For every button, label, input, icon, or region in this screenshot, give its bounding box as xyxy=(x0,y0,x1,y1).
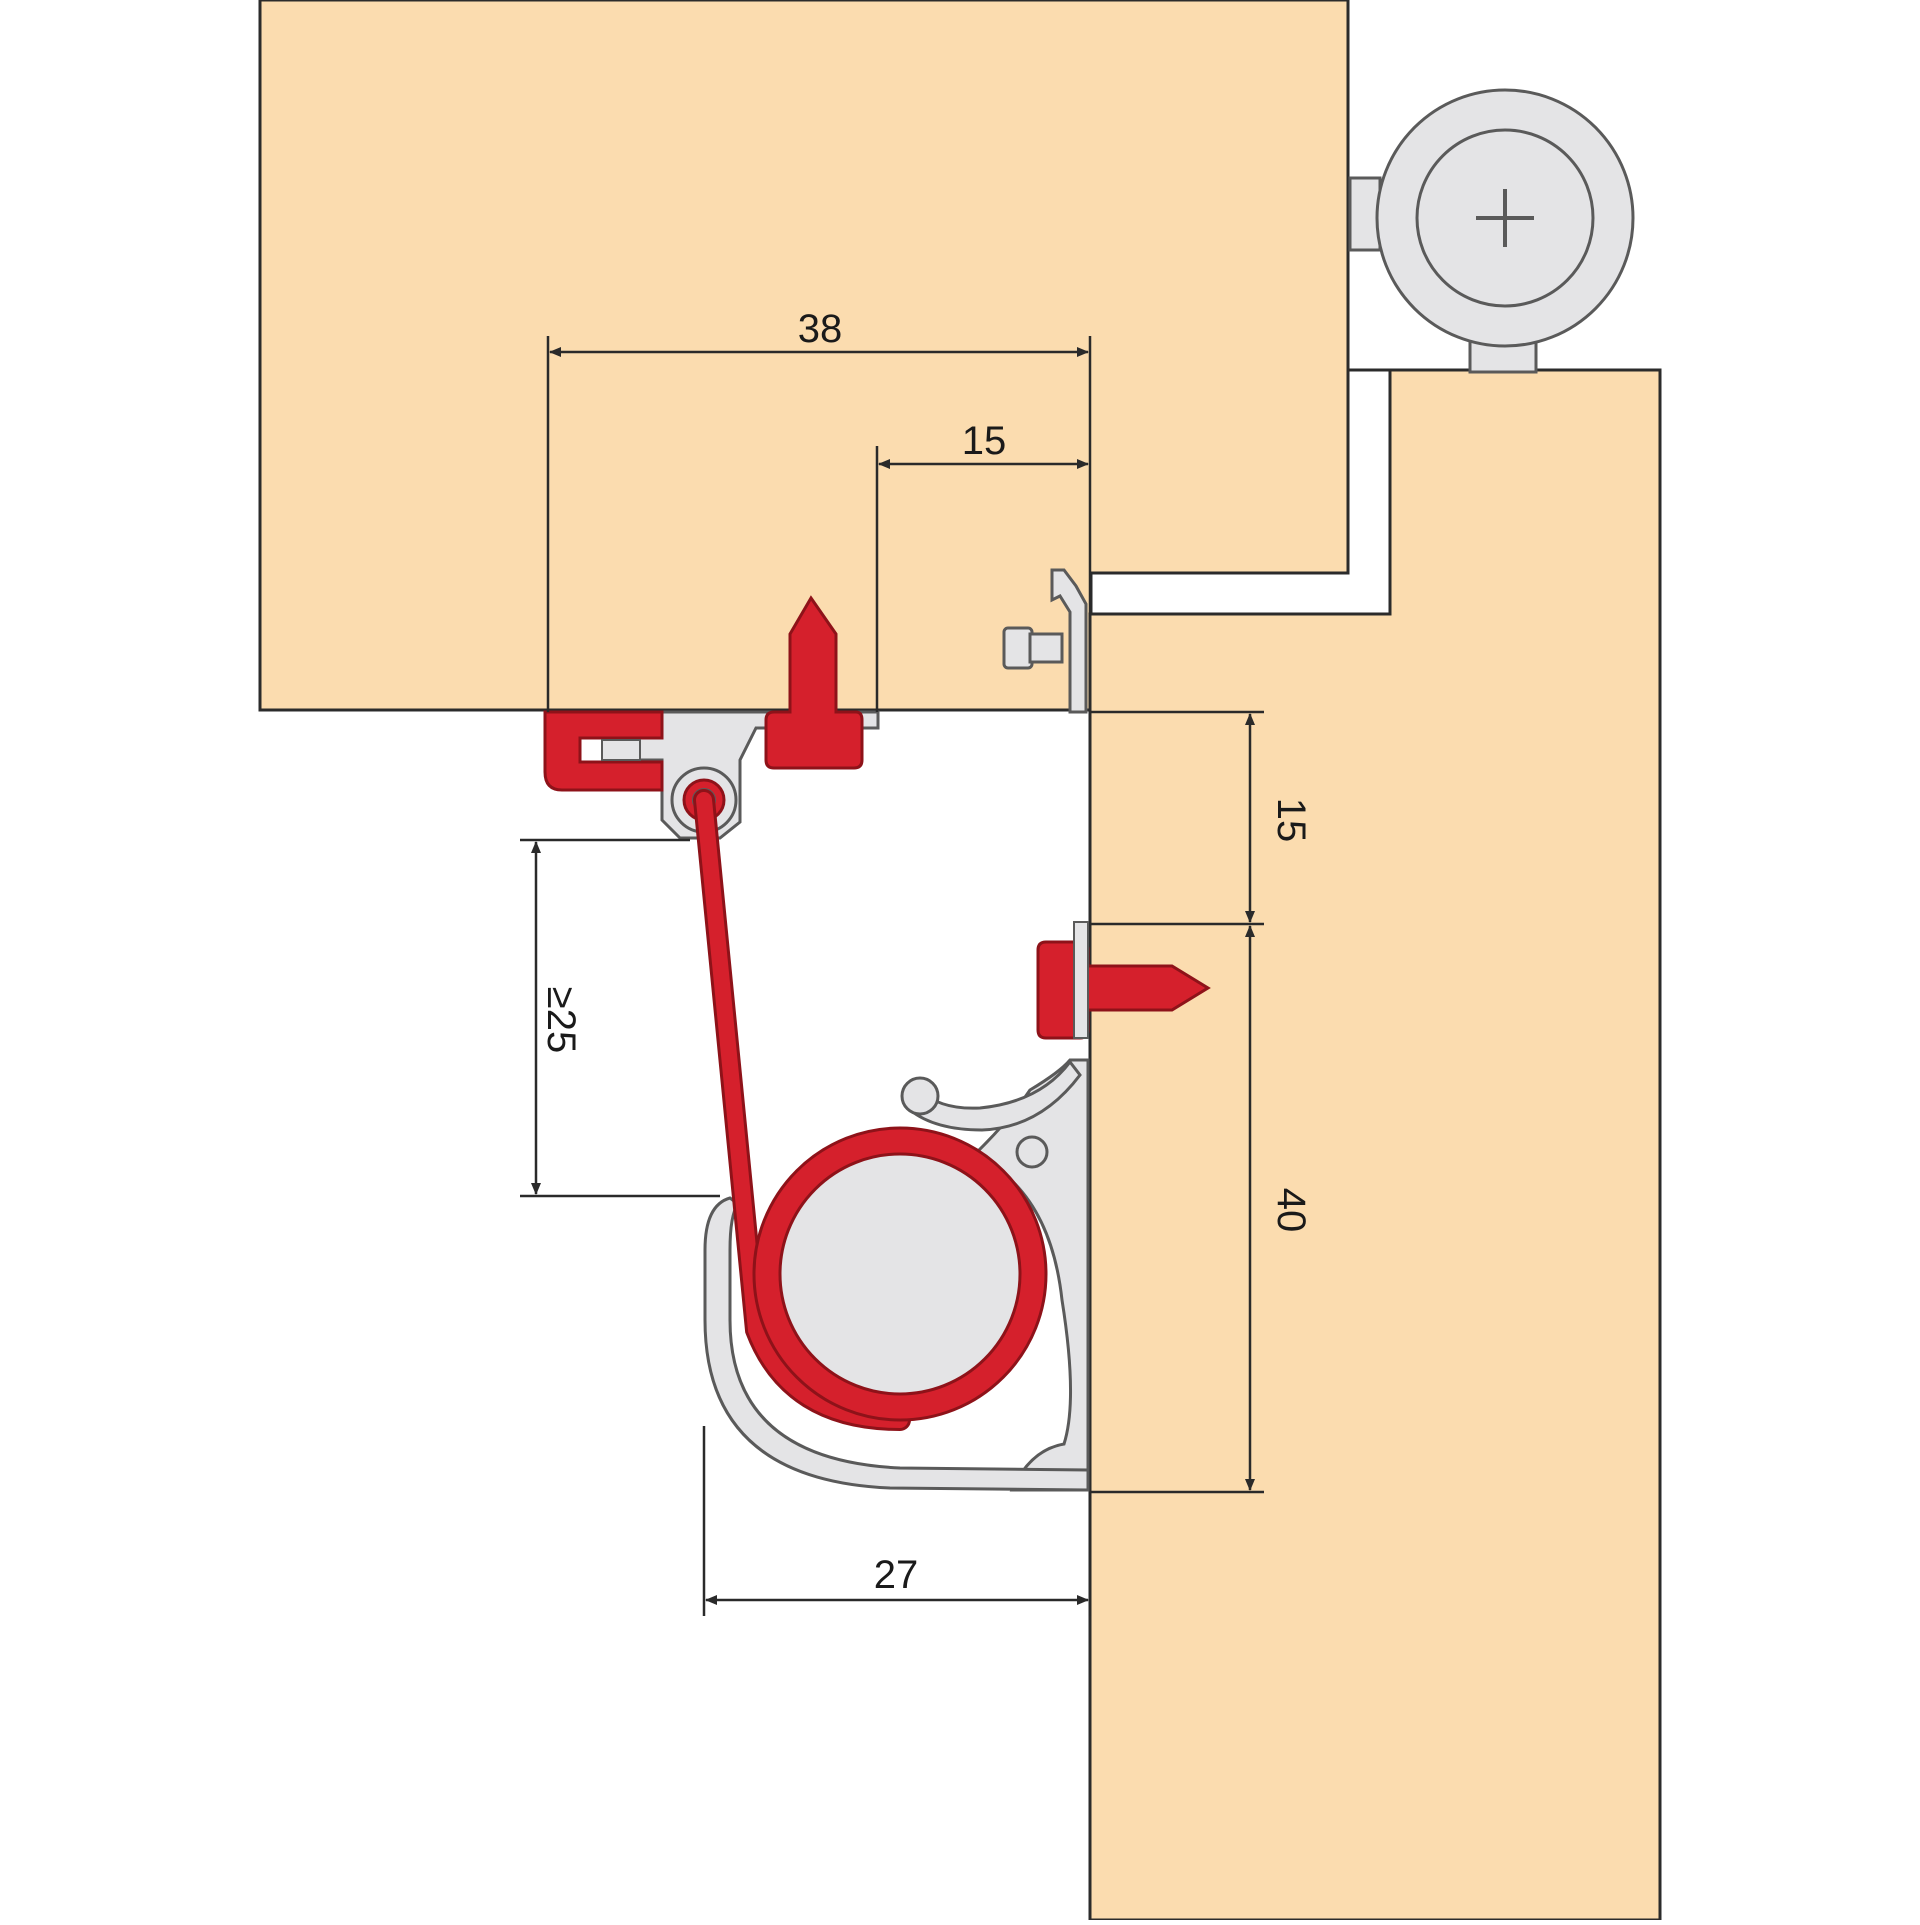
housing-knob-left xyxy=(900,1076,940,1116)
side-red-pin xyxy=(1036,921,1211,1040)
dim-label-40: 40 xyxy=(1269,1188,1313,1233)
top-pin-shape xyxy=(764,595,864,770)
hinge-roller xyxy=(1348,88,1635,374)
corner-clip xyxy=(1002,568,1088,714)
seal-roll-core xyxy=(778,1152,1022,1396)
housing-cup xyxy=(703,1196,1090,1492)
dim-label-15-side: 15 xyxy=(1269,798,1313,843)
side-pin-washer xyxy=(1073,921,1089,1039)
red-seal-band xyxy=(693,789,1048,1431)
dim-label-38: 38 xyxy=(798,307,843,351)
housing-knob-right xyxy=(1015,1135,1049,1169)
top-red-pin xyxy=(764,595,864,770)
bracket-slot xyxy=(601,739,641,761)
dim-label-min-25: ≥25 xyxy=(539,987,583,1053)
dim-label-27: 27 xyxy=(874,1553,919,1597)
hinge-mount-left xyxy=(1348,176,1382,252)
housing-arm xyxy=(908,1059,1082,1132)
dim-label-15-top: 15 xyxy=(962,419,1007,463)
housing-body xyxy=(971,1058,1090,1492)
dimension-lines xyxy=(520,336,1264,1616)
seal-housing-profile xyxy=(703,1058,1090,1492)
screw-cross-icon xyxy=(1476,189,1534,247)
bracket-red-channel xyxy=(543,710,664,792)
clip-screw-head xyxy=(1002,626,1034,670)
clip-seal-strip xyxy=(1050,568,1088,714)
clip-screw-shaft xyxy=(1028,632,1064,664)
dimension-labels: 38 15 15 40 ≥25 27 xyxy=(539,307,1313,1597)
